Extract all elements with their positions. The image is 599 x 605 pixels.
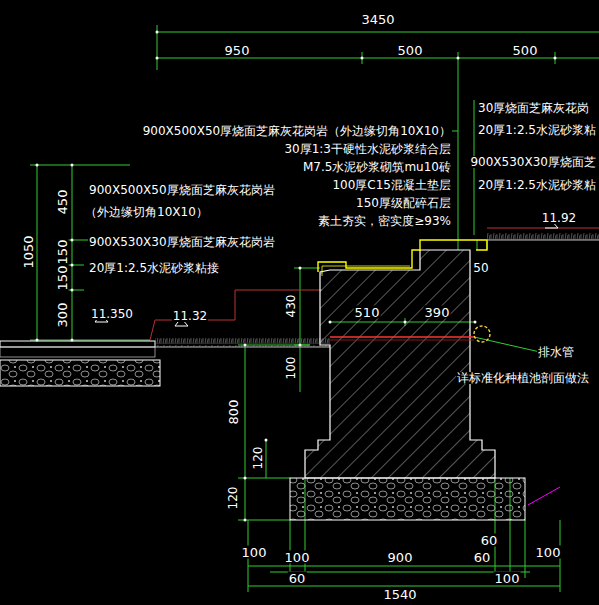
dimension-text: 450 — [56, 189, 69, 216]
dimension-text: 800 — [227, 399, 240, 426]
planter-wall — [290, 220, 599, 520]
dimension-lines — [30, 25, 599, 592]
dimension-text: 60 — [288, 572, 307, 585]
annotation-text: 900X530X30厚烧面芝麻灰花岗岩 — [88, 236, 276, 248]
annotation-text: 3450 — [360, 13, 395, 26]
dimension-text: 300 — [56, 302, 69, 329]
dimension-text: 1050 — [22, 234, 35, 269]
annotation-text: 500 — [397, 44, 424, 57]
dimension-text: 11.350 — [90, 308, 134, 320]
dimension-text: 510 — [354, 306, 381, 319]
annotation-text: 950 — [224, 44, 251, 57]
annotation-text: 900X500X50厚烧面芝麻灰花岗岩（外边缘切角10X10） — [142, 125, 452, 137]
annotation-text: 排水管 — [537, 346, 575, 358]
dimension-text: 120 — [252, 446, 264, 471]
annotation-text: 30厚1:3干硬性水泥砂浆结合层 — [283, 143, 452, 155]
annotation-text: 900X500X50厚烧面芝麻灰花岗岩 — [88, 184, 276, 196]
annotation-text: 素土夯实，密实度≥93% — [317, 215, 452, 227]
annotation-text: 20厚1:2.5水泥砂浆粘 — [477, 179, 597, 191]
dimension-text: 150 — [56, 239, 69, 266]
annotation-text: 20厚1:2.5水泥砂浆粘接 — [88, 262, 220, 274]
annotation-text: 900X530X30厚烧面芝 — [469, 156, 597, 168]
annotation-text: （外边缘切角10X10） — [84, 206, 209, 218]
paving-left — [0, 290, 330, 386]
annotation-text: 500 — [512, 44, 539, 57]
dimension-text: 100 — [285, 356, 297, 381]
annotation-text: M7.5水泥砂浆砌筑mu10砖 — [302, 161, 452, 173]
dimension-text: 50 — [472, 262, 489, 274]
dimension-text: 60 — [480, 534, 499, 547]
annotation-text: 150厚级配碎石层 — [355, 197, 452, 209]
dimension-text: 150 — [56, 265, 69, 292]
annotation-text: 20厚1:2.5水泥砂浆粘 — [477, 124, 597, 136]
dimension-text: 900 — [387, 551, 414, 564]
dimension-text: 11.32 — [172, 310, 208, 322]
dimension-text: 390 — [424, 306, 451, 319]
dimension-text: 60 — [473, 551, 492, 564]
annotation-text: 详标准化种植池剖面做法 — [456, 372, 590, 384]
annotation-text: 30厚烧面芝麻灰花岗 — [477, 102, 590, 114]
dimension-text: 100 — [535, 546, 562, 559]
dimension-text: 430 — [285, 294, 297, 319]
dimension-text: 11.92 — [541, 212, 577, 224]
dimension-text: 1540 — [382, 588, 417, 601]
dimension-text: 100 — [494, 572, 521, 585]
annotation-text: 100厚C15混凝土垫层 — [331, 179, 452, 191]
dimension-text: 120 — [227, 486, 239, 511]
dimension-text: 100 — [241, 546, 268, 559]
dimension-text: 100 — [284, 551, 311, 564]
